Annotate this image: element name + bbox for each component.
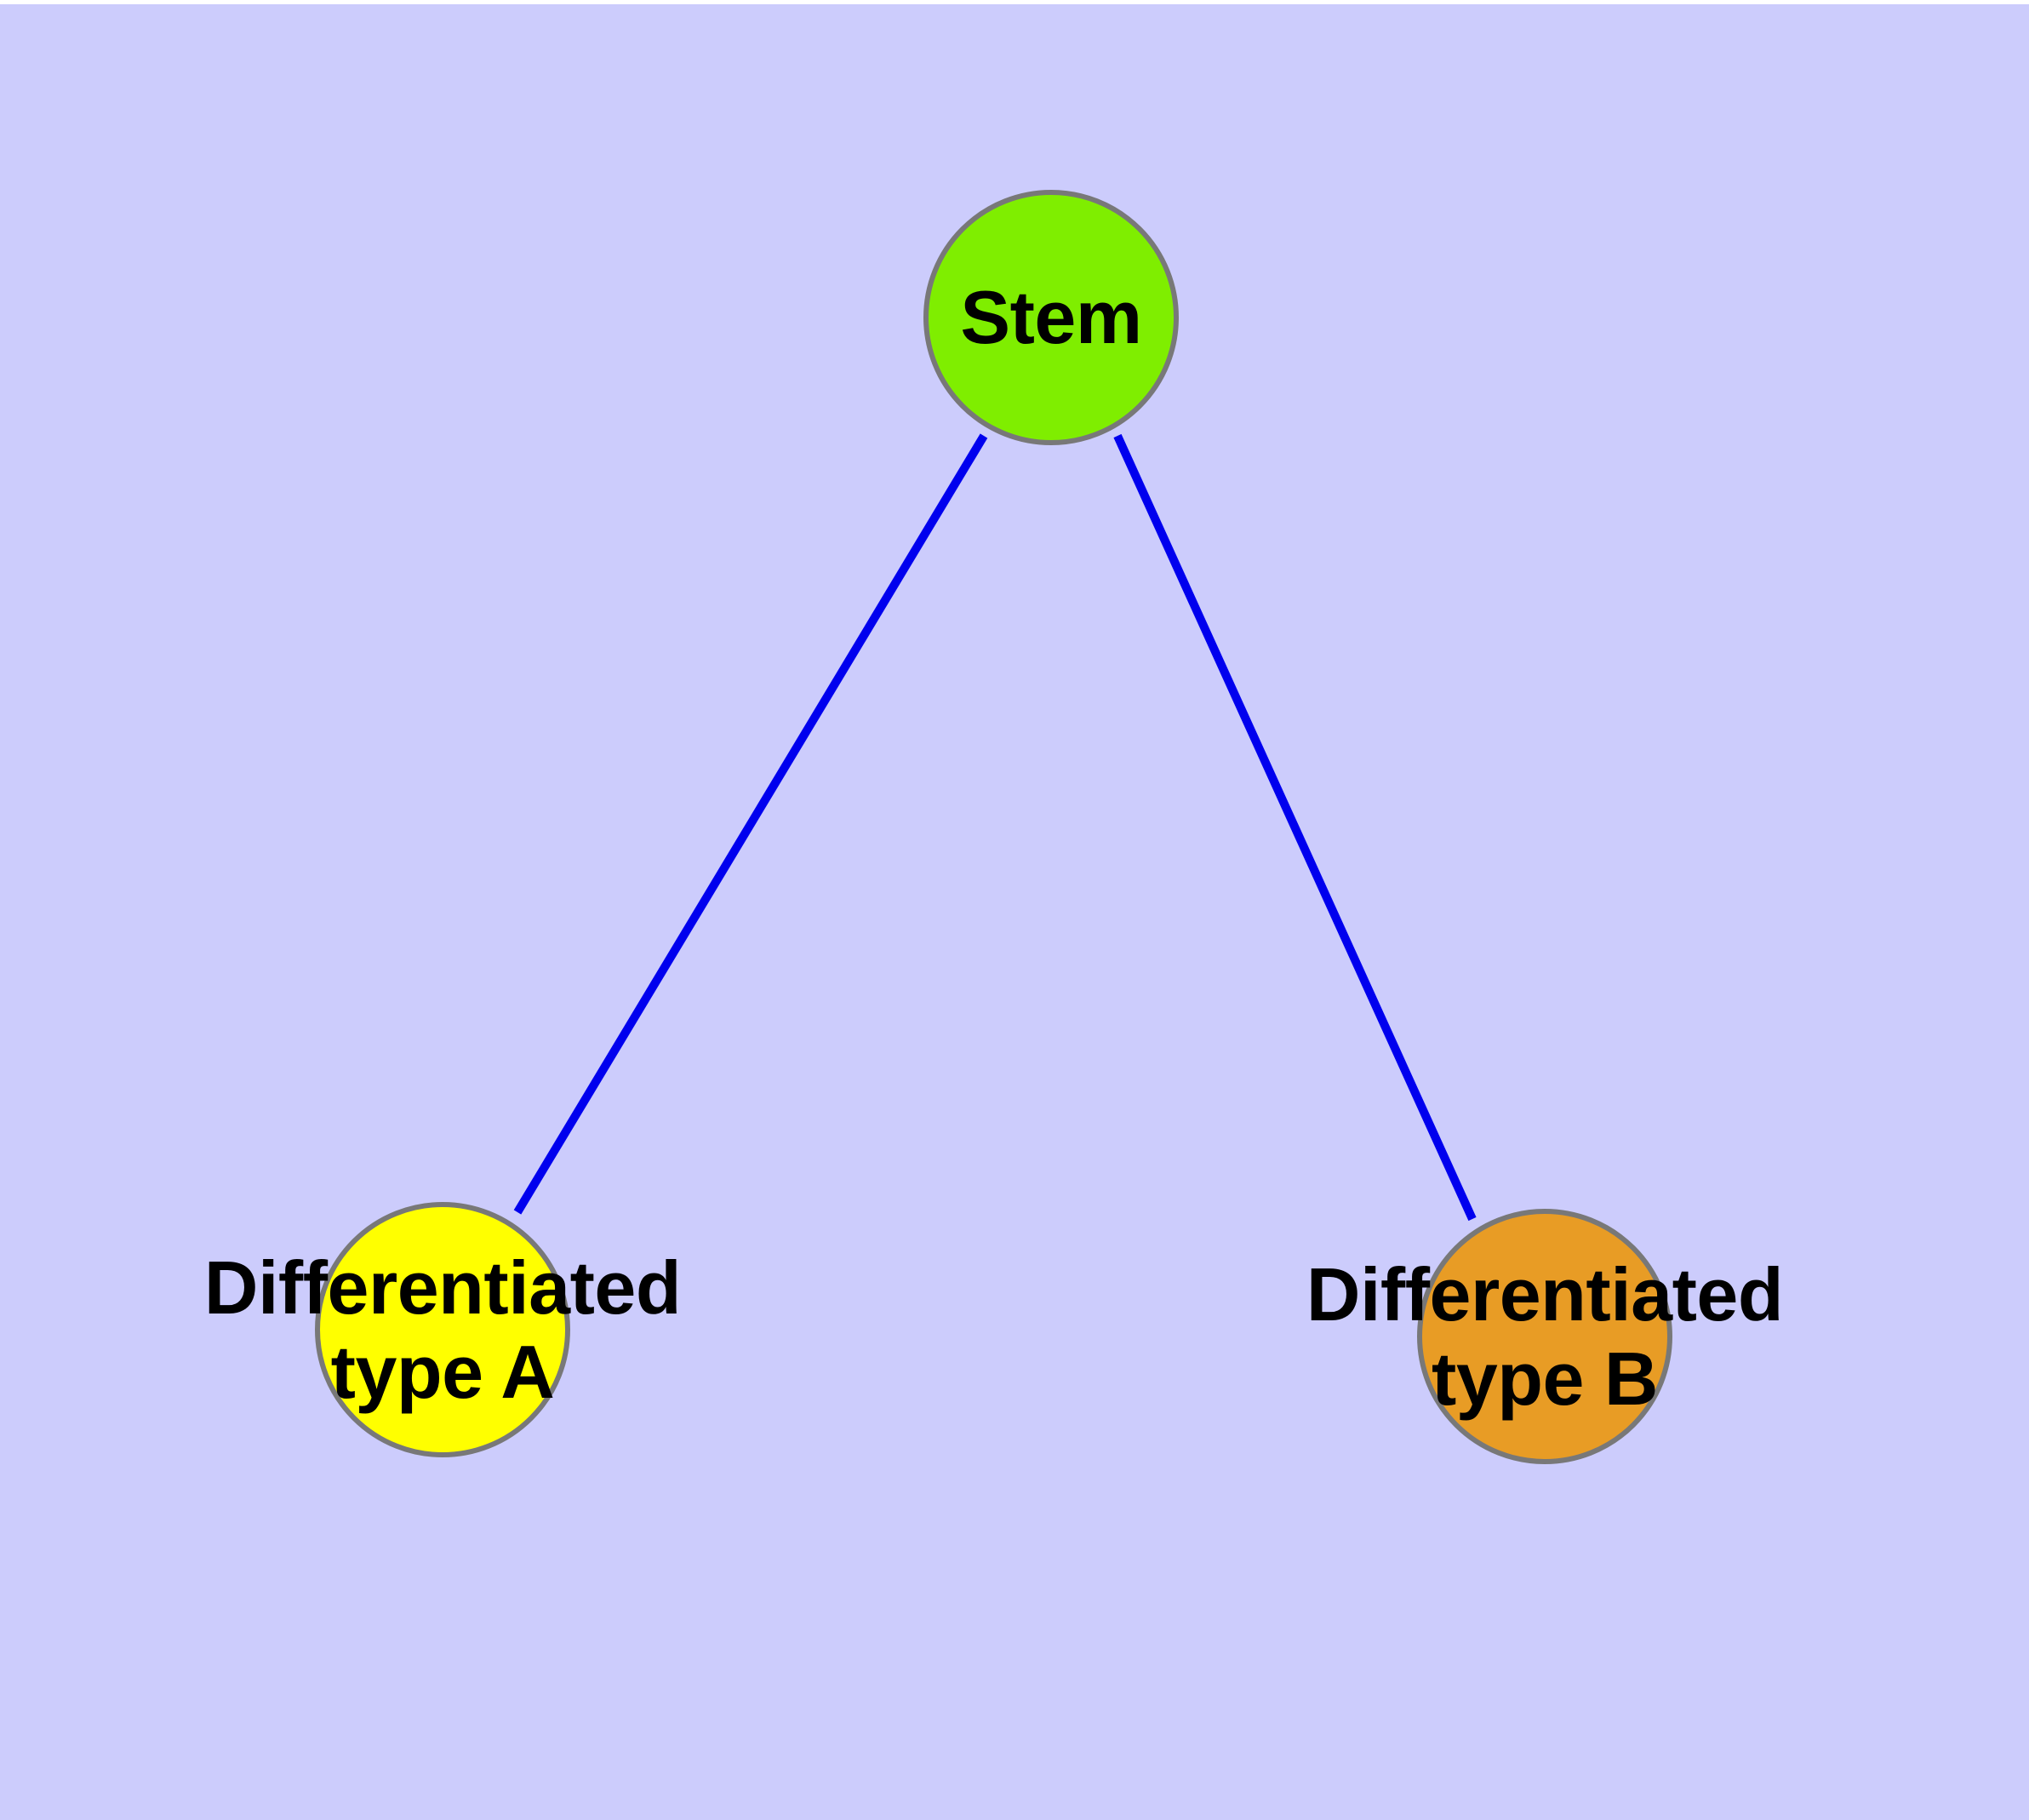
node-differentiated-type-a[interactable] bbox=[315, 1202, 570, 1457]
edge-stem-to-diff-b bbox=[1113, 433, 1477, 1222]
node-stem[interactable] bbox=[923, 190, 1179, 445]
node-differentiated-type-b[interactable] bbox=[1417, 1209, 1672, 1464]
edge-stem-to-diff-a bbox=[513, 433, 988, 1215]
